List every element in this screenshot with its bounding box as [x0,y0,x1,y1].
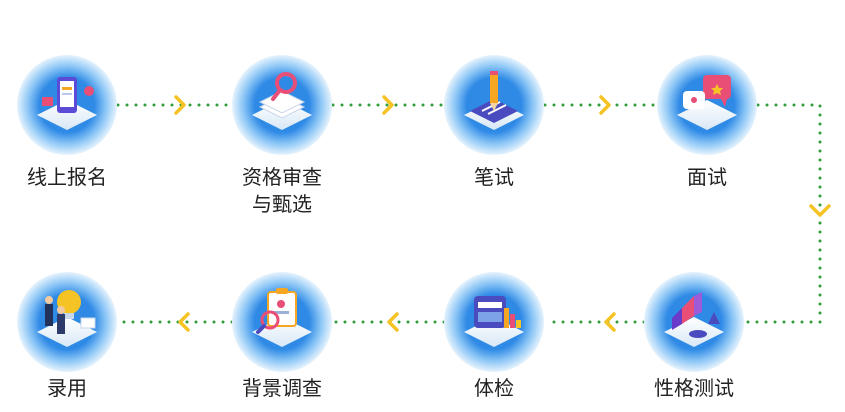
step-background-check: 背景调查 [202,375,362,402]
step-label: 录用 [47,376,87,400]
clipboard-magnifier-icon [232,272,332,372]
step-written-test: 笔试 [414,164,574,191]
step-icons [17,55,757,372]
chevron-left-icon [178,312,190,332]
step-label: 面试 [687,165,727,189]
chevron-down-icon [809,204,831,217]
bar-chart-icon [644,272,744,372]
step-label: 性格测试 [654,376,734,400]
step-label-line2: 与甄选 [252,192,312,216]
pencil-paper-icon [444,55,544,155]
connector-4-5 [742,103,822,324]
step-qualification-review: 资格审查 与甄选 [202,164,362,218]
step-label: 体检 [474,376,514,400]
magnifier-papers-icon [232,55,332,155]
phone-form-icon [17,55,117,155]
step-label: 笔试 [474,165,514,189]
step-interview: 面试 [627,164,787,191]
chat-bubbles-icon [657,55,757,155]
handshake-bulb-icon [17,272,117,372]
medical-chart-icon [444,272,544,372]
chevron-left-icon [604,312,616,332]
chevron-right-icon [599,95,611,115]
step-label-line1: 资格审查 [242,165,322,189]
chevron-left-icon [387,312,399,332]
chevron-right-icon [382,95,394,115]
step-online-registration: 线上报名 [0,164,147,191]
chevron-right-icon [174,95,186,115]
step-personality-test: 性格测试 [614,375,774,402]
step-label: 线上报名 [27,165,107,189]
step-physical-exam: 体检 [414,375,574,402]
step-hiring: 录用 [0,375,147,402]
step-label: 背景调查 [242,376,322,400]
arrows [174,95,831,332]
